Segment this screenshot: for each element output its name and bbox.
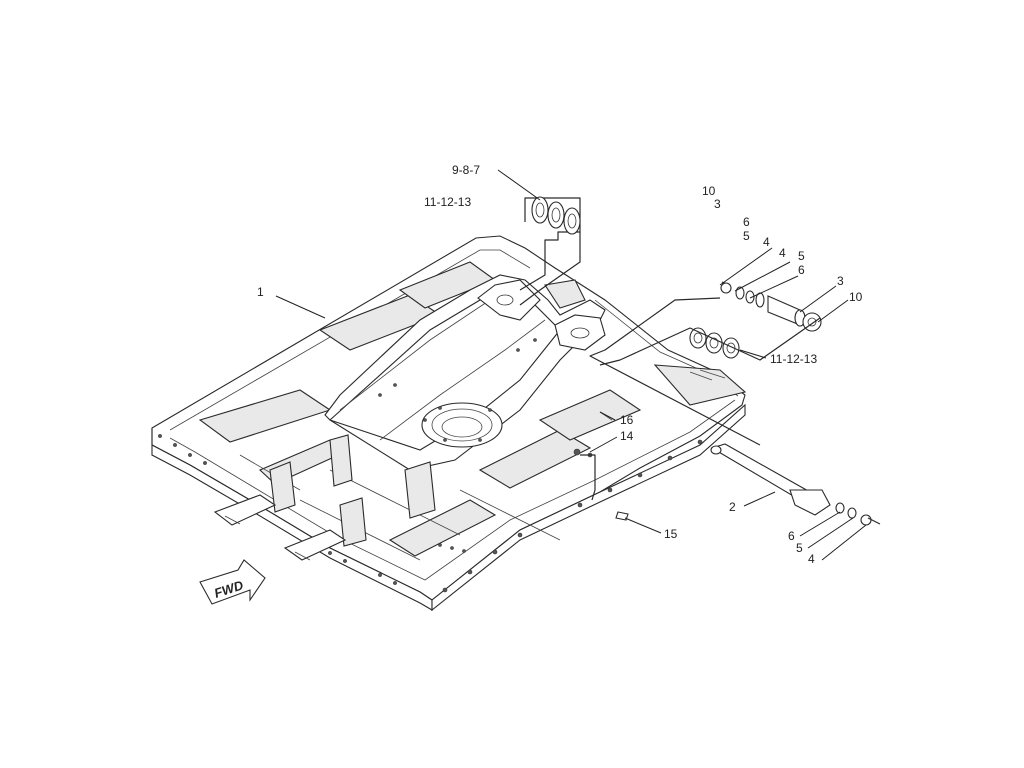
leader-lines	[275, 169, 867, 561]
washer-stack-11-12-13-right	[689, 327, 740, 359]
small-parts-14-15-16	[573, 411, 629, 521]
callout-2: 2	[729, 500, 736, 514]
callout-4-c: 4	[808, 552, 815, 566]
washer-stack-9-8-7	[519, 196, 581, 306]
callout-10-b: 10	[849, 290, 863, 304]
callout-3-a: 3	[714, 197, 721, 211]
frame-bolt-holes	[158, 338, 703, 593]
callout-5-b: 5	[798, 249, 805, 263]
callout-6-b: 6	[798, 263, 805, 277]
callout-3-b: 3	[837, 274, 844, 288]
callout-5-a: 5	[743, 229, 750, 243]
forward-arrow-icon: FWD	[199, 559, 266, 605]
callout-10-a: 10	[702, 184, 716, 198]
callout-6-a: 6	[743, 215, 750, 229]
pin-assembly-upper	[720, 281, 822, 332]
callout-1: 1	[257, 285, 264, 299]
callout-11-12-13-right: 11-12-13	[770, 352, 817, 366]
callout-5-c: 5	[796, 541, 803, 555]
pin-cylinder	[710, 443, 881, 526]
pin-path-lower	[599, 317, 821, 366]
callout-4-a: 4	[763, 235, 770, 249]
pin-path-upper	[589, 297, 761, 446]
callout-4-b: 4	[779, 246, 786, 260]
main-frame	[151, 235, 747, 612]
callout-16: 16	[620, 413, 634, 427]
callout-11-12-13-top: 11-12-13	[424, 195, 471, 209]
callouts: 9-8-7 11-12-13 1 10 3 6 5 4 4 5 6 3 10 1…	[257, 163, 863, 566]
callout-14: 14	[620, 429, 634, 443]
callout-15: 15	[664, 527, 678, 541]
callout-9-8-7: 9-8-7	[452, 163, 480, 177]
callout-6-c: 6	[788, 529, 795, 543]
